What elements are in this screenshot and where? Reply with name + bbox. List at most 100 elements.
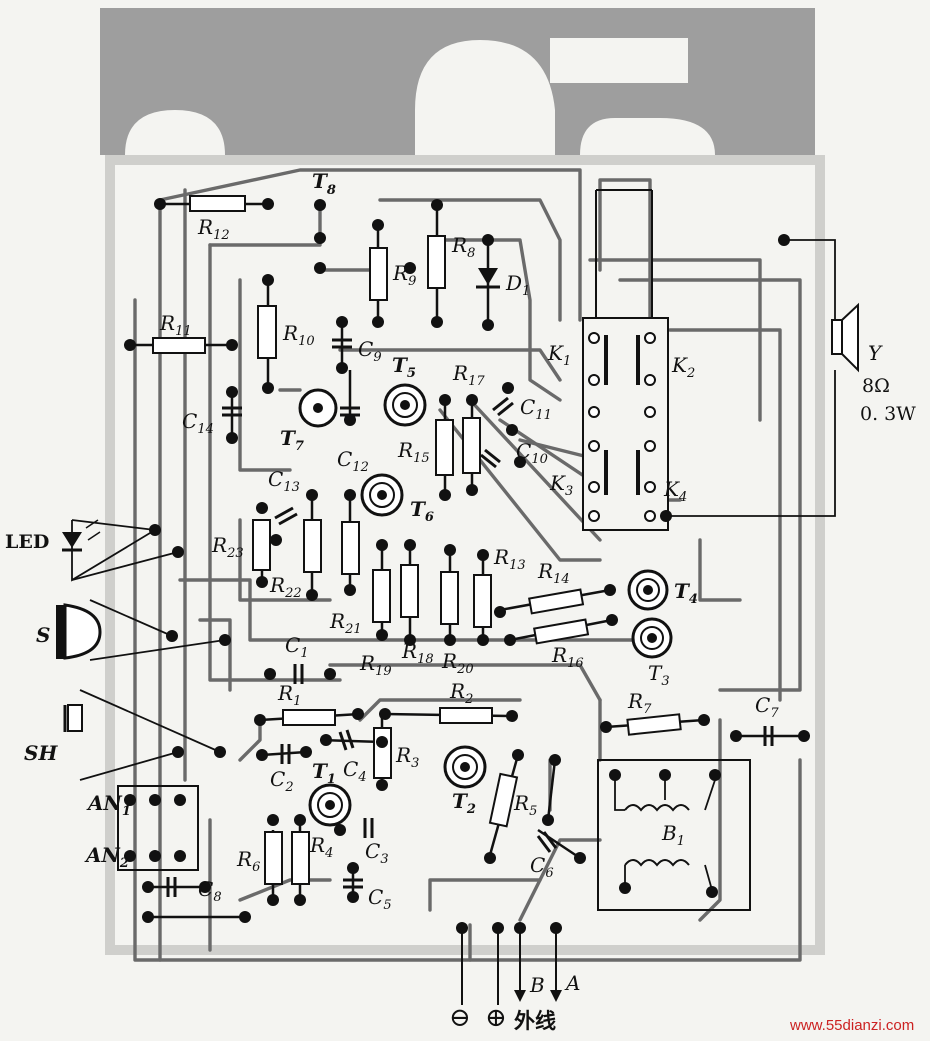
resistor-r22 — [303, 519, 322, 573]
resistor-r9 — [369, 247, 388, 301]
resistor-r7 — [626, 713, 682, 736]
label-speaker-ohm: 8Ω — [862, 375, 890, 397]
transistors — [298, 383, 673, 827]
label-r16: R16 — [551, 643, 584, 671]
label-c8: C8 — [198, 877, 222, 905]
label-r23: R23 — [211, 533, 244, 561]
label-k3: K3 — [549, 471, 573, 499]
labels: T8 R12 R9 R8 D1 R11 R10 C9 K1 K2 Y 8Ω 0.… — [5, 169, 916, 1034]
label-t4: T4 — [674, 579, 698, 607]
label-r11: R11 — [159, 311, 192, 339]
capacitor-c14 — [222, 406, 242, 417]
resistor-r16 — [533, 618, 590, 645]
label-t7: T7 — [280, 426, 304, 454]
resistor-r5 — [488, 772, 519, 828]
label-c4: C4 — [343, 757, 367, 785]
label-r19: R19 — [359, 651, 392, 679]
label-b1: B1 — [661, 821, 685, 849]
label-r21: R21 — [329, 609, 362, 637]
resistor-r17 — [462, 417, 481, 474]
resistor-r14 — [528, 588, 585, 615]
capacitor-c9 — [332, 338, 352, 349]
diode-d1 — [476, 268, 500, 289]
label-r17: R17 — [452, 361, 485, 389]
resistor-r8 — [427, 235, 446, 289]
label-c14: C14 — [182, 409, 214, 437]
microphone-s-icon — [56, 603, 102, 660]
resistor-r23 — [252, 519, 271, 571]
transistor-t1 — [308, 783, 352, 827]
capacitors — [166, 338, 774, 897]
label-r7: R7 — [627, 689, 652, 717]
capacitor-c11 — [492, 396, 514, 417]
resistor-r12 — [189, 195, 246, 212]
label-outer-line: 外线 — [514, 1008, 556, 1033]
capacitor-c1 — [293, 664, 304, 684]
transistor-t3 — [631, 617, 673, 659]
label-r8: R8 — [451, 233, 475, 261]
capacitor-c13 — [274, 506, 298, 526]
capacitor-c2 — [280, 744, 291, 764]
label-d1: D1 — [505, 271, 530, 299]
label-r18: R18 — [401, 639, 434, 667]
label-k1: K1 — [547, 341, 571, 369]
capacitor-c5 — [343, 878, 363, 889]
label-t2: T2 — [452, 789, 476, 817]
label-r13: R13 — [493, 545, 526, 573]
label-r20: R20 — [441, 649, 474, 677]
external-leads — [461, 928, 562, 1005]
resistor-r2 — [439, 707, 493, 724]
label-r3: R3 — [395, 743, 419, 771]
label-r22: R22 — [269, 573, 302, 601]
resistor-r13 — [473, 574, 492, 628]
label-k4: K4 — [663, 477, 687, 505]
transistor-t2 — [443, 745, 487, 789]
label-t6: T6 — [410, 497, 434, 525]
label-r6: R6 — [236, 847, 260, 875]
minus-terminal-icon: ⊖ — [449, 1003, 471, 1033]
label-y: Y — [868, 341, 883, 365]
resistor-r20 — [440, 571, 459, 625]
label-c7: C7 — [755, 693, 779, 721]
capacitor-c6 — [536, 831, 558, 853]
label-t8: T8 — [312, 169, 336, 198]
plus-terminal-icon: ⊕ — [485, 1003, 507, 1033]
label-an2: AN2 — [84, 843, 129, 871]
resistor-r19 — [372, 569, 391, 623]
label-c1: C1 — [285, 633, 309, 661]
relay-block — [582, 189, 669, 531]
resistor-r21 — [341, 521, 360, 575]
led-icon — [62, 519, 101, 552]
label-r4: R4 — [309, 833, 333, 861]
speaker-wiring — [666, 239, 859, 517]
resistor-r18 — [400, 564, 419, 618]
resistor-r10 — [257, 305, 277, 359]
label-c11: C11 — [520, 395, 552, 423]
label-t1: T1 — [312, 759, 336, 787]
capacitor-c4 — [338, 729, 355, 751]
label-c5: C5 — [368, 885, 392, 913]
label-r10: R10 — [282, 321, 315, 349]
label-sh: SH — [24, 741, 58, 765]
resistor-r11 — [152, 337, 206, 354]
resistor-r3 — [373, 727, 392, 779]
capacitor-c3 — [363, 818, 374, 838]
label-speaker-watt: 0. 3W — [860, 403, 916, 425]
label-lead-b: B — [529, 973, 545, 997]
resistor-r6 — [264, 831, 283, 885]
handset-sh-icon — [63, 704, 83, 732]
label-r5: R5 — [513, 791, 537, 819]
resistor-r1 — [282, 709, 336, 726]
label-led: LED — [5, 531, 49, 553]
label-t3: T3 — [648, 661, 670, 689]
mounting-tab — [100, 8, 815, 155]
capacitor-c7 — [763, 726, 774, 746]
capacitor-c10 — [480, 448, 501, 469]
label-an1: AN1 — [86, 791, 131, 819]
label-t5: T5 — [392, 353, 416, 381]
label-c6: C6 — [530, 853, 554, 881]
label-c3: C3 — [365, 839, 389, 867]
label-k2: K2 — [671, 353, 695, 381]
